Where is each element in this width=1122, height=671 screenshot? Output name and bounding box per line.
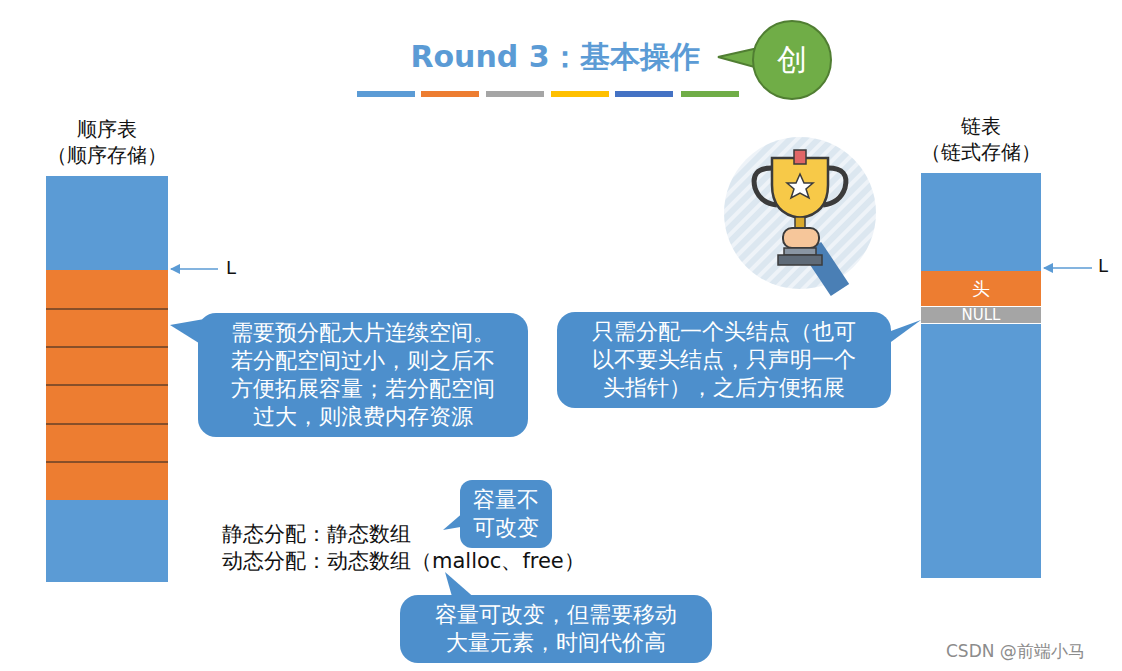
trophy-illustration [724,137,876,290]
column-heading: 链表 （链式存储） [906,113,1056,165]
callout-note: 容量不可改变 [460,480,552,548]
pointer-label: L [1098,254,1108,278]
linked-memory: 链表 （链式存储）头NULL [921,173,1041,578]
node-text: 容量不可改变 [468,486,544,542]
node-text: 创 [777,43,807,77]
pointer-arrow [171,268,218,270]
pointer-label: L [226,256,236,280]
watermark: CSDN @前端小马 [946,640,1085,663]
callout-note: 只需分配一个头结点（也可以不要头结点，只声明一个头指针），之后方便拓展 [557,312,891,408]
callout-note: 需要预分配大片连续空间。若分配空间过小，则之后不方便拓展容量；若分配空间过大，则… [198,313,528,437]
allocation-note: 静态分配：静态数组 [222,521,411,548]
allocation-note: 动态分配：动态数组（malloc、free） [222,548,585,575]
null-pointer: NULL [921,306,1041,324]
node-text: 需要预分配大片连续空间。若分配空间过小，则之后不方便拓展容量；若分配空间过大，则… [224,319,502,431]
color-bars [357,91,739,97]
node-text: NULL [962,307,1001,323]
pointer-arrow [1044,267,1092,269]
sequential-memory: 顺序表 （顺序存储） [46,176,168,582]
node-text: 只需分配一个头结点（也可以不要头结点，只声明一个头指针），之后方便拓展 [583,318,865,402]
callout-note: 容量可改变，但需要移动大量元素，时间代价高 [400,595,712,663]
head-node: 头 [921,271,1041,306]
node-text: 头 [972,279,990,299]
slide-title: Round 3：基本操作 [410,38,699,76]
column-heading: 顺序表 （顺序存储） [32,116,182,168]
label-bubble: 创 [752,20,832,100]
node-text: 容量可改变，但需要移动大量元素，时间代价高 [426,601,686,657]
